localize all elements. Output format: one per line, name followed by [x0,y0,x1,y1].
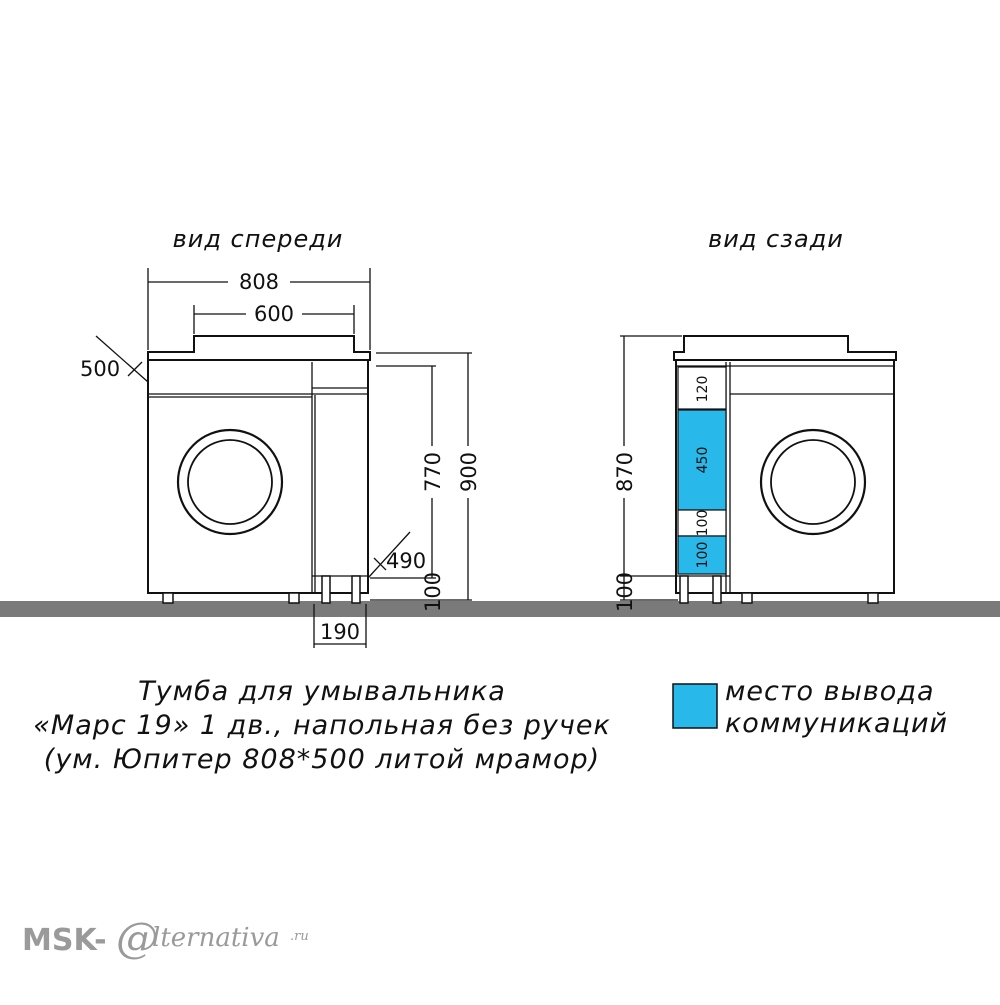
back-view-title: вид сзади [708,225,844,253]
back-leg [679,575,689,604]
back-leg [712,575,722,604]
dim-back-leg-100: 100 [613,572,637,612]
front-view: 808 600 500 770 900 100 490 190 [80,268,481,648]
front-leg [321,575,331,604]
zone-label-120: 120 [695,376,711,403]
zone-100-lower [677,535,727,575]
dim-600: 600 [254,302,294,326]
back-view: 120 450 100 100 870 100 [613,335,897,612]
back-leg [867,592,879,604]
dim-870: 870 [613,452,637,492]
dim-770: 770 [421,452,445,492]
back-basin-top [673,335,897,361]
dim-500: 500 [80,357,120,381]
zone-label-450: 450 [695,447,711,474]
logo-left: MSK- [22,923,107,958]
back-leg [741,592,753,604]
dim-leg-100: 100 [421,572,445,612]
caption-line-1: Тумба для умывальника [138,676,506,707]
zone-120 [677,366,727,410]
legend-line-2: коммуникаций [725,708,948,739]
legend-swatch [672,683,718,729]
logo-right: lternativa [152,923,280,953]
zone-label-100-lower: 100 [695,542,711,569]
dim-808: 808 [239,270,279,294]
logo-suffix: .ru [290,929,309,944]
zone-label-100-upper: 100 [695,510,711,537]
back-drum-inner [770,439,856,525]
dim-190: 190 [320,620,360,644]
brand-logo: MSK- @ lternativa .ru [22,913,309,962]
logo-at-icon: @ [116,913,158,962]
caption-line-3: (ум. Юпитер 808*500 литой мрамор) [44,744,600,775]
dim-900: 900 [457,452,481,492]
front-leg [288,592,300,604]
front-leg [351,575,361,604]
front-basin-top [147,335,371,361]
front-view-title: вид спереди [173,225,344,253]
zone-450 [677,409,727,511]
caption-line-2: «Марс 19» 1 дв., напольная без ручек [33,710,611,741]
legend-line-1: место вывода [725,676,935,707]
front-drum-inner [187,439,273,525]
dim-490: 490 [386,549,426,573]
floor [0,601,1000,617]
front-leg [162,592,174,604]
